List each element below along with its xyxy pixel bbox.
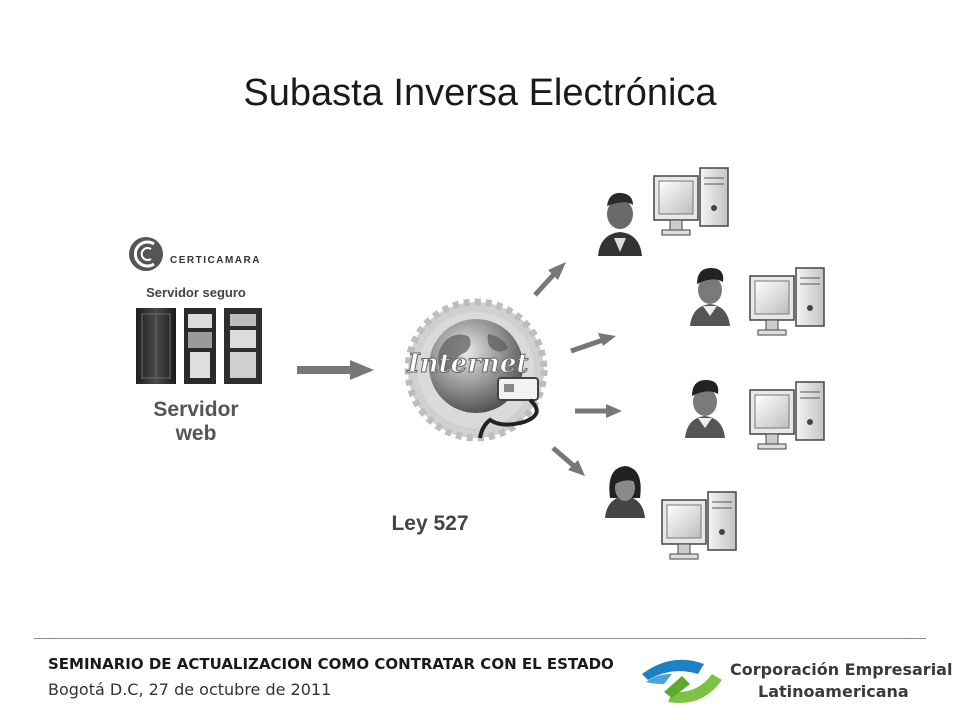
server-racks-icon [136, 308, 262, 384]
client-2 [690, 267, 825, 336]
certicamara-brand: CERTICAMARA [170, 255, 261, 266]
client-1 [598, 167, 729, 256]
arrow-to-client-1 [533, 262, 566, 297]
auction-diagram: CERTICAMARA Servidor seguro Servidor web… [129, 167, 825, 560]
computer-3-icon [749, 381, 825, 450]
computer-1-icon [653, 167, 729, 236]
footer-seminar-title: SEMINARIO DE ACTUALIZACION COMO CONTRATA… [48, 655, 614, 673]
arrow-to-client-3 [575, 404, 622, 418]
arrow-to-client-2 [570, 333, 616, 354]
client-3 [685, 380, 825, 450]
arrow-to-client-4 [551, 446, 585, 476]
user-man-icon [690, 268, 730, 326]
arrow-server-to-internet [297, 360, 374, 380]
footer-divider [34, 638, 926, 639]
internet-label: Internet [407, 349, 529, 379]
corporation-name-line1: Corporación Empresarial [730, 660, 953, 679]
computer-4-icon [661, 491, 737, 560]
corporation-emblem-icon [642, 659, 722, 704]
corporation-logo: Corporación Empresarial Latinoamericana [638, 652, 952, 708]
server-label-line2: web [175, 422, 217, 445]
user-woman-icon [605, 466, 645, 518]
user-suit-icon [598, 192, 642, 256]
slide-title: Subasta Inversa Electrónica [243, 72, 717, 114]
certicamara-logo: CERTICAMARA [129, 237, 261, 271]
footer-date: Bogotá D.C, 27 de octubre de 2011 [48, 680, 332, 699]
internet-badge: Internet [404, 298, 548, 442]
server-caption: Servidor seguro [146, 285, 246, 300]
corporation-name-line2: Latinoamericana [758, 682, 909, 701]
law-label: Ley 527 [391, 512, 468, 535]
network-plug-icon [478, 377, 539, 439]
client-4 [605, 466, 737, 560]
server-label-line1: Servidor [153, 398, 238, 421]
user-man-2-icon [685, 380, 725, 438]
computer-2-icon [749, 267, 825, 336]
